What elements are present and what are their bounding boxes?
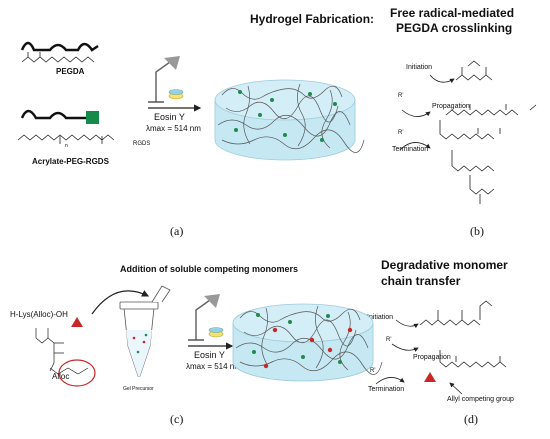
acrylate-wavy-line: [20, 109, 86, 120]
wavelength-label-a: λmax = 514 nm: [146, 124, 201, 133]
panel-c-label: (c): [170, 412, 184, 426]
initiation-label-b: Initiation: [406, 64, 433, 71]
r-label-b1: R': [398, 93, 404, 99]
panel-d-label: (d): [464, 412, 478, 426]
eosin-y-label-c: Eosin Y: [194, 350, 225, 360]
panel-a-label: (a): [170, 224, 184, 238]
panel-b-title-line2: PEGDA crosslinking: [396, 21, 513, 35]
rgds-square-icon: [86, 111, 99, 124]
acrylate-n-subscript: n: [65, 143, 68, 149]
r-label-d2: R': [370, 368, 376, 374]
r-label-d1: R': [386, 337, 392, 343]
r-label-b2: R': [398, 130, 404, 136]
propagation-label-b: Propagation: [432, 103, 470, 110]
panel-d-title-line1: Degradative monomer: [381, 258, 508, 272]
lys-alloc-structure: [35, 328, 64, 372]
pegda-structure: [21, 52, 95, 63]
lamp-icon-a: [148, 56, 184, 103]
wavelength-label-c: λmax = 514 nm: [186, 362, 241, 371]
pegda-label: PEGDA: [56, 67, 85, 76]
panel-b-mechanism: [399, 60, 537, 204]
panel-d-title-line2: chain transfer: [381, 274, 461, 288]
panel-b-label: (b): [470, 224, 484, 238]
eosin-y-label-a: Eosin Y: [154, 112, 185, 122]
acrylate-peg-rgds-label: Acrylate-PEG-RGDS: [32, 157, 109, 166]
microtube-icon: [119, 285, 171, 377]
alloc-label: Alloc: [52, 372, 70, 381]
hydrogel-disk-c: [232, 303, 383, 382]
lamp-icon-c: [188, 294, 224, 341]
panel-a-title: Hydrogel Fabrication:: [250, 12, 375, 26]
propagation-label-d: Propagation: [413, 354, 451, 361]
gel-precursor-label: Gel Precursor: [123, 386, 154, 392]
rgds-label: RGDS: [133, 141, 151, 147]
pegda-wavy-line: [20, 41, 99, 52]
curved-arrow-icon: [91, 290, 150, 315]
competing-monomer-triangle-icon: [71, 317, 83, 327]
allyl-group-label: Allyl competing group: [447, 396, 514, 403]
panel-b-title-line1: Free radical-mediated: [390, 6, 515, 20]
panel-c-title: Addition of soluble competing monomers: [120, 264, 299, 274]
alloc-highlight-circle: [58, 359, 96, 387]
initiation-label-d: Initiation: [367, 314, 394, 321]
allyl-triangle-icon: [424, 372, 436, 382]
acrylate-structure: [17, 134, 115, 144]
hydrogel-disk-a: [214, 79, 365, 161]
termination-label-b: Termination: [392, 146, 429, 153]
lys-alloc-label: H-Lys(Alloc)-OH: [10, 310, 68, 319]
panel-d-mechanism: [375, 300, 507, 395]
termination-label-d: Termination: [368, 386, 405, 393]
